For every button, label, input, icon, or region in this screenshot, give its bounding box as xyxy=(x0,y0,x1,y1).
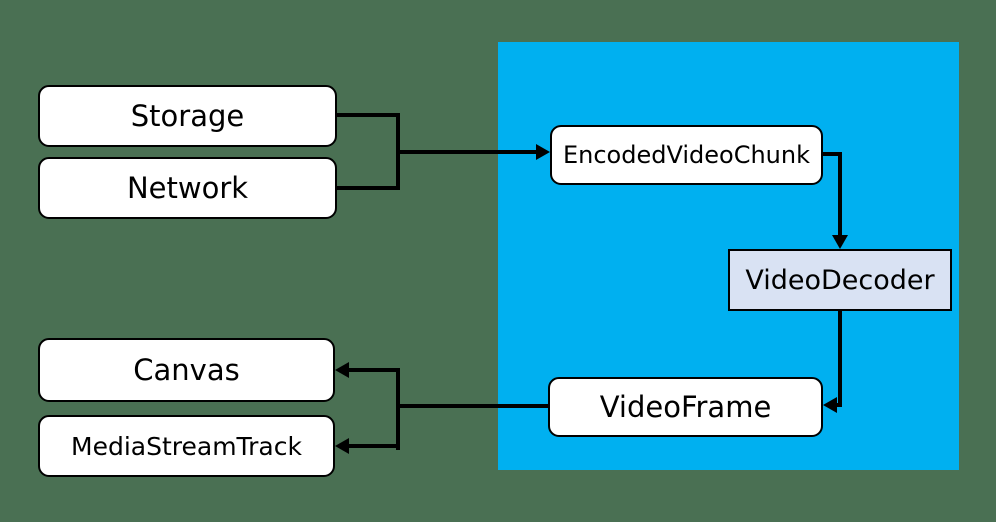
node-network: Network xyxy=(38,157,337,219)
node-video-frame: VideoFrame xyxy=(548,377,823,437)
node-encoded-video-chunk-label: EncodedVideoChunk xyxy=(562,141,811,169)
edge-network-stub xyxy=(337,186,400,190)
arrowhead-into-chunk-icon xyxy=(536,144,550,160)
edge-storage-stub xyxy=(337,113,400,117)
node-video-decoder: VideoDecoder xyxy=(728,249,952,311)
edge-chunk-to-decoder-h xyxy=(823,152,842,156)
arrowhead-into-decoder-icon xyxy=(832,235,848,249)
edge-chunk-to-decoder-v xyxy=(838,152,842,235)
node-encoded-video-chunk: EncodedVideoChunk xyxy=(550,125,823,185)
arrowhead-into-frame-icon xyxy=(823,397,837,413)
node-network-label: Network xyxy=(126,171,249,205)
edge-decoder-to-frame-v xyxy=(838,311,842,407)
edge-sinks-junction xyxy=(396,368,400,450)
edge-decoder-to-frame-h xyxy=(835,403,842,407)
node-video-decoder-label: VideoDecoder xyxy=(745,264,935,296)
node-canvas: Canvas xyxy=(38,338,335,402)
node-storage: Storage xyxy=(38,85,337,147)
edge-to-media-stream-track xyxy=(348,444,400,448)
edge-frame-to-sinks xyxy=(398,404,548,408)
node-video-frame-label: VideoFrame xyxy=(599,390,772,424)
edge-sources-to-chunk xyxy=(398,150,538,154)
node-canvas-label: Canvas xyxy=(133,353,240,387)
node-media-stream-track-label: MediaStreamTrack xyxy=(71,431,302,461)
node-storage-label: Storage xyxy=(130,99,245,133)
arrowhead-into-mst-icon xyxy=(335,438,349,454)
node-media-stream-track: MediaStreamTrack xyxy=(38,415,335,477)
arrowhead-into-canvas-icon xyxy=(335,362,349,378)
edge-to-canvas xyxy=(348,368,400,372)
